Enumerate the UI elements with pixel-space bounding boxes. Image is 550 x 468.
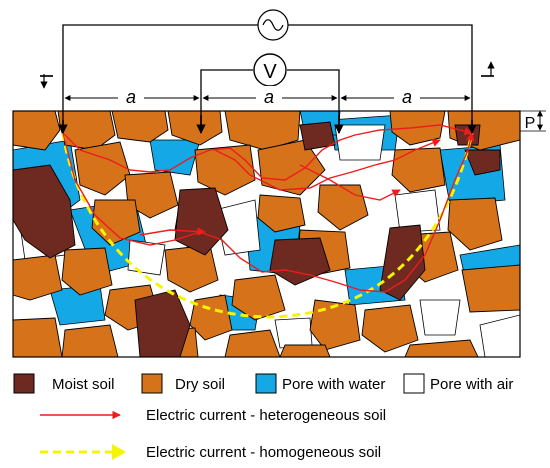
legend-item-moist-soil: Moist soil [13, 373, 115, 394]
legend-label-current-heterogeneous: Electric current - heterogeneous soil [146, 407, 386, 424]
electrodes [58, 115, 477, 134]
current-label-left-text: I [37, 73, 57, 78]
wiring [62, 24, 473, 133]
current-path-heterogeneous [62, 124, 475, 293]
current-label-right-text: I [478, 73, 498, 78]
legend-item-dry-soil: Dry soil [141, 373, 225, 394]
spacing-label-2: a [264, 87, 274, 107]
legend: Moist soil Dry soil Pore with water Pore… [13, 373, 513, 461]
current-label-right: I [478, 61, 498, 79]
moist-soil-grains [13, 121, 501, 357]
voltmeter-label: V [263, 61, 277, 83]
electrode-depth-label: P [525, 115, 536, 132]
soil-section-border [12, 110, 521, 358]
current-label-left: I [37, 73, 57, 89]
voltmeter-icon: V [253, 53, 287, 87]
current-circuit-wire [62, 24, 473, 133]
legend-label-pore-with-air: Pore with air [430, 376, 513, 393]
soil-section [13, 111, 520, 357]
spacing-label-3: a [402, 87, 412, 107]
legend-item-pore-with-air: Pore with air [403, 373, 513, 394]
voltage-circuit-wire [200, 69, 340, 133]
current-path-homogeneous [61, 132, 474, 319]
electrode-depth-indicator: P [520, 110, 546, 132]
legend-item-current-heterogeneous: Electric current - heterogeneous soil [40, 407, 386, 424]
ac-source-icon [257, 9, 289, 41]
legend-label-pore-with-water: Pore with water [282, 376, 385, 393]
legend-label-dry-soil: Dry soil [175, 376, 225, 393]
spacing-label-1: a [126, 87, 136, 107]
legend-item-pore-with-water: Pore with water [255, 373, 385, 394]
legend-item-current-homogeneous: Electric current - homogeneous soil [40, 444, 381, 461]
legend-label-current-homogeneous: Electric current - homogeneous soil [146, 444, 381, 461]
legend-label-moist-soil: Moist soil [52, 376, 115, 393]
